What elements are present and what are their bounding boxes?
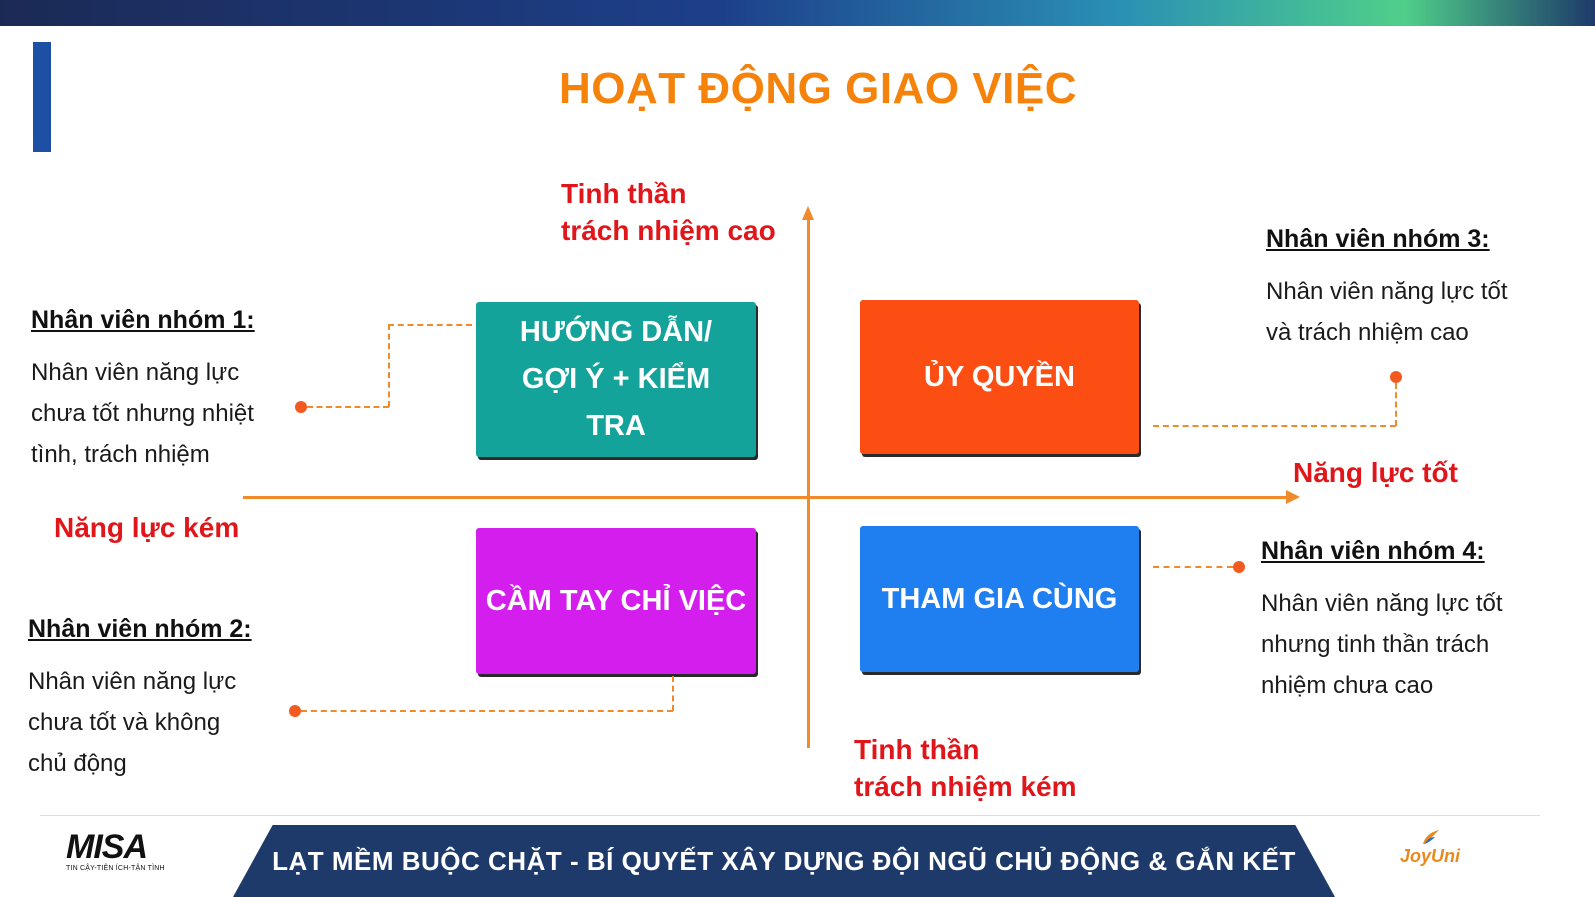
axis-label-bottom-line2: trách nhiệm kém [854, 771, 1077, 802]
capability-axis [243, 496, 1288, 499]
group3-connector [1395, 383, 1397, 426]
quadrant-participate-label: THAM GIA CÙNG [881, 582, 1118, 615]
group3-connector-dot [1390, 371, 1402, 383]
group1-title: Nhân viên nhóm 1: [31, 306, 255, 334]
quadrant-delegate-label: ỦY QUYỀN [924, 360, 1075, 393]
footer-divider [40, 815, 1540, 816]
group1-connector-dot [295, 401, 307, 413]
group4-title: Nhân viên nhóm 4: [1261, 537, 1485, 565]
top-gradient-bar [0, 0, 1595, 26]
group1-line: chưa tốt nhưng nhiệt [31, 400, 254, 427]
slide-accent-mark [33, 42, 51, 152]
responsibility-axis-arrow [802, 206, 814, 220]
group2-line: chưa tốt và không [28, 709, 221, 736]
joyuni-leaf-icon [1419, 828, 1441, 846]
group1-description: Nhân viên năng lực chưa tốt nhưng nhiệt … [31, 352, 276, 475]
quadrant-hand-holding-label: CẦM TAY CHỈ VIỆC [485, 584, 747, 617]
axis-label-top-line1: Tinh thần [561, 178, 687, 209]
group1-connector [388, 324, 472, 326]
group4-line: nhiệm chưa cao [1261, 672, 1434, 699]
group2-connector-dot [289, 705, 301, 717]
group4-description: Nhân viên năng lực tốt nhưng tinh thần t… [1261, 583, 1521, 706]
group3-title: Nhân viên nhóm 3: [1266, 225, 1490, 253]
quadrant-guide-line1: HƯỚNG DẪN/ [519, 316, 713, 348]
axis-label-top-line2: trách nhiệm cao [561, 215, 776, 246]
axis-label-top: Tinh thần trách nhiệm cao [561, 175, 776, 249]
group1-line: Nhân viên năng lực [31, 359, 240, 386]
group2-connector [301, 710, 673, 712]
group4-connector-dot [1233, 561, 1245, 573]
footer-banner-text: LẠT MỀM BUỘC CHẶT - BÍ QUYẾT XÂY DỰNG ĐỘ… [272, 845, 1296, 876]
axis-label-right: Năng lực tốt [1293, 457, 1458, 488]
misa-logo: MISA TIN CẬY-TIỆN ÍCH-TẬN TÌNH [66, 830, 172, 872]
group3-description: Nhân viên năng lực tốt và trách nhiệm ca… [1266, 271, 1536, 353]
group4-connector [1153, 566, 1233, 568]
misa-logo-wordmark: MISA [66, 828, 148, 866]
axis-label-bottom-line1: Tinh thần [854, 734, 980, 765]
footer-banner: LẠT MỀM BUỘC CHẶT - BÍ QUYẾT XÂY DỰNG ĐỘ… [233, 825, 1335, 897]
quadrant-delegate: ỦY QUYỀN [860, 300, 1139, 454]
quadrant-guide-line2: GỢI Ý + KIỂM [521, 363, 711, 395]
axis-label-bottom: Tinh thần trách nhiệm kém [854, 731, 1077, 805]
quadrant-participate: THAM GIA CÙNG [860, 526, 1139, 672]
group3-connector [1153, 425, 1396, 427]
axis-label-left: Năng lực kém [54, 512, 240, 543]
joyuni-logo: JoyUni [1390, 828, 1470, 867]
group2-line: Nhân viên năng lực [28, 668, 237, 695]
quadrant-hand-holding: CẦM TAY CHỈ VIỆC [476, 528, 756, 674]
group1-connector [388, 324, 390, 407]
quadrant-guide-check: HƯỚNG DẪN/ GỢI Ý + KIỂM TRA [476, 302, 756, 457]
capability-axis-arrow [1286, 490, 1300, 504]
group1-connector [307, 406, 389, 408]
group4-line: Nhân viên năng lực tốt [1261, 590, 1503, 617]
misa-logo-tagline: TIN CẬY-TIỆN ÍCH-TẬN TÌNH [66, 865, 165, 872]
group2-connector [672, 676, 674, 711]
joyuni-wordmark: JoyUni [1399, 846, 1460, 866]
group1-line: tình, trách nhiệm [31, 441, 210, 468]
group4-line: nhưng tinh thần trách [1261, 631, 1490, 658]
slide-title: HOẠT ĐỘNG GIAO VIỆC [559, 64, 1077, 113]
group2-description: Nhân viên năng lực chưa tốt và không chủ… [28, 661, 273, 784]
group3-line: Nhân viên năng lực tốt [1266, 278, 1508, 305]
group2-title: Nhân viên nhóm 2: [28, 615, 252, 643]
responsibility-axis [807, 218, 810, 748]
group2-line: chủ động [28, 750, 127, 777]
group3-line: và trách nhiệm cao [1266, 319, 1469, 346]
quadrant-guide-line3: TRA [586, 410, 646, 442]
